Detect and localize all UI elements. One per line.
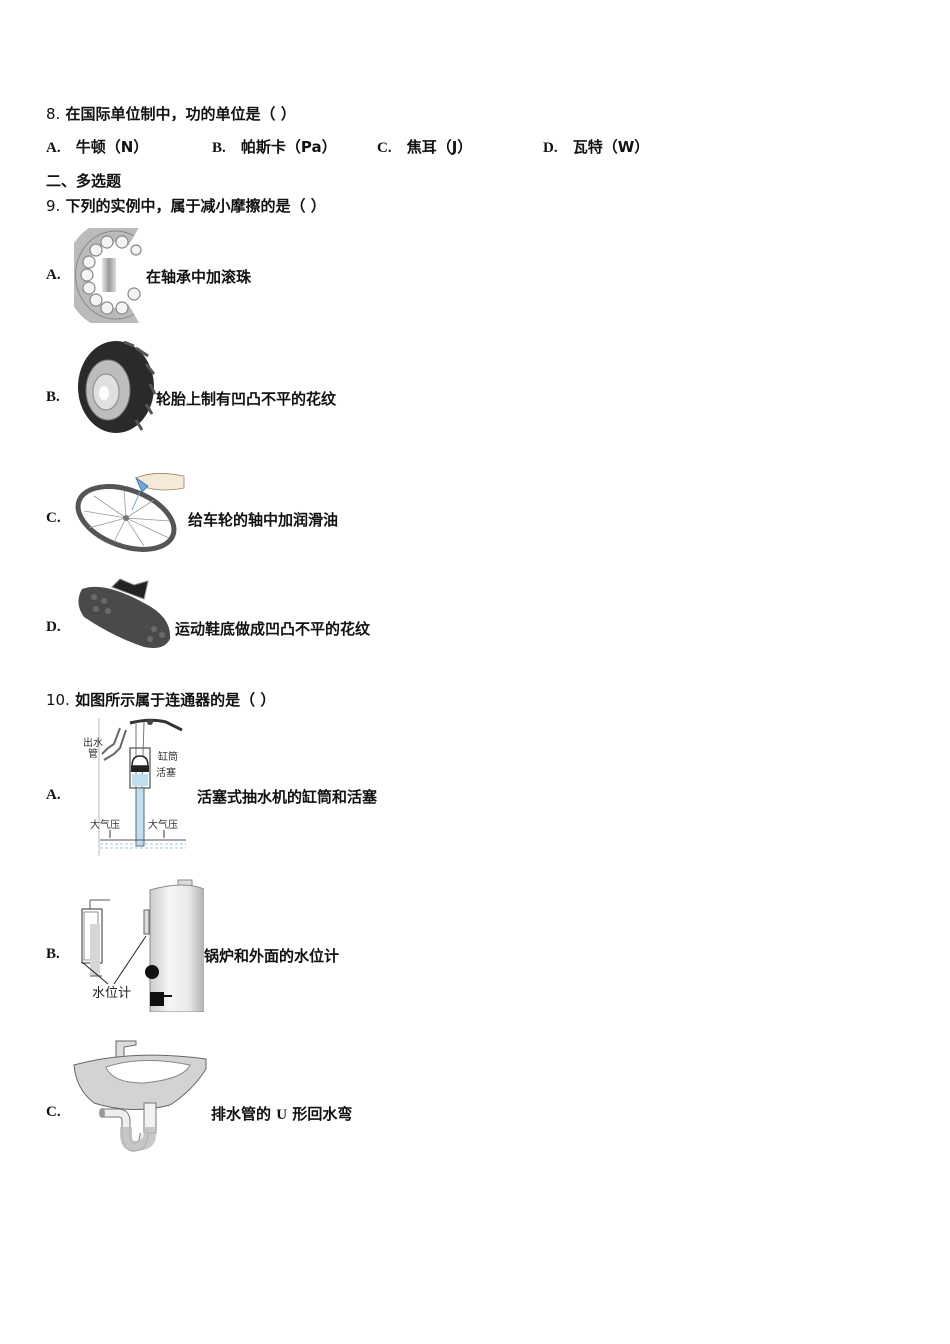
- q8-stem-line: 8. 在国际单位制中，功的单位是（ ）: [46, 103, 296, 124]
- option-text: 帕斯卡（Pa）: [240, 138, 337, 156]
- q9-stem-line: 9. 下列的实例中，属于减小摩擦的是（ ）: [46, 195, 326, 216]
- q10-option-a-letter[interactable]: A.: [46, 787, 61, 803]
- outlet-pipe-label: 出水 管: [83, 738, 103, 760]
- bicycle-wheel-oiling-image: [74, 466, 189, 552]
- q9-option-d-letter[interactable]: D.: [46, 619, 61, 635]
- q9-option-a-letter[interactable]: A.: [46, 267, 61, 283]
- q8-option-d[interactable]: D. 瓦特（W）: [543, 136, 649, 157]
- boiler-image: 水位计: [68, 876, 207, 1013]
- option-text: 牛顿（N）: [75, 138, 149, 156]
- q9-number: 9.: [46, 197, 61, 215]
- q8-option-b[interactable]: B. 帕斯卡（Pa）: [212, 136, 337, 157]
- q9-option-d-text: 运动鞋底做成凹凸不平的花纹: [175, 620, 371, 638]
- ball-bearing-image: [64, 220, 146, 330]
- q10-number: 10.: [46, 691, 70, 709]
- sink-u-trap-image: [72, 1035, 208, 1153]
- q10-option-b-text: 锅炉和外面的水位计: [204, 947, 340, 965]
- shoe-sole-image: [74, 577, 174, 651]
- q9-option-c-letter[interactable]: C.: [46, 510, 61, 526]
- section-heading: 二、多选题: [46, 172, 122, 190]
- q10-option-a-text: 活塞式抽水机的缸筒和活塞: [197, 788, 378, 806]
- q8-stem: 在国际单位制中，功的单位是（ ）: [65, 105, 296, 123]
- q9-option-b-letter[interactable]: B.: [46, 389, 60, 405]
- cylinder-label: 缸筒: [158, 752, 178, 763]
- option-text: 瓦特（W）: [572, 138, 650, 156]
- piston-label: 活塞: [156, 768, 176, 779]
- q10-stem: 如图所示属于连通器的是（ ）: [75, 691, 276, 709]
- q10-option-c-text: 排水管的 U 形回水弯: [211, 1103, 352, 1124]
- q8-option-a[interactable]: A. 牛顿（N）: [46, 136, 148, 157]
- q9-stem: 下列的实例中，属于减小摩擦的是（ ）: [65, 197, 326, 215]
- q9-option-b-text: 轮胎上制有凹凸不平的花纹: [156, 390, 337, 408]
- option-letter: D.: [543, 140, 558, 156]
- option-text-u: U: [276, 1107, 288, 1123]
- option-letter: B.: [212, 140, 226, 156]
- q10-option-b-letter[interactable]: B.: [46, 946, 60, 962]
- atmospheric-pressure-right-label: 大气压: [148, 820, 178, 831]
- option-letter: C.: [377, 140, 392, 156]
- water-gauge-label: 水位计: [92, 986, 132, 1001]
- option-letter: A.: [46, 140, 61, 156]
- atmospheric-pressure-left-label: 大气压: [90, 820, 120, 831]
- q10-option-c-letter[interactable]: C.: [46, 1104, 61, 1120]
- q8-number: 8.: [46, 105, 61, 123]
- option-text: 焦耳（J）: [406, 138, 473, 156]
- option-text-pre: 排水管的: [211, 1105, 272, 1123]
- q9-option-c-text: 给车轮的轴中加润滑油: [188, 511, 339, 529]
- option-text-post: 形回水弯: [292, 1105, 353, 1123]
- q8-option-c[interactable]: C. 焦耳（J）: [377, 136, 472, 157]
- tire-image: [74, 338, 157, 436]
- q10-stem-line: 10. 如图所示属于连通器的是（ ）: [46, 689, 275, 710]
- q9-option-a-text: 在轴承中加滚珠: [146, 268, 252, 286]
- piston-pump-image: 出水 管 缸筒 活塞 大气压 大气压: [80, 718, 190, 858]
